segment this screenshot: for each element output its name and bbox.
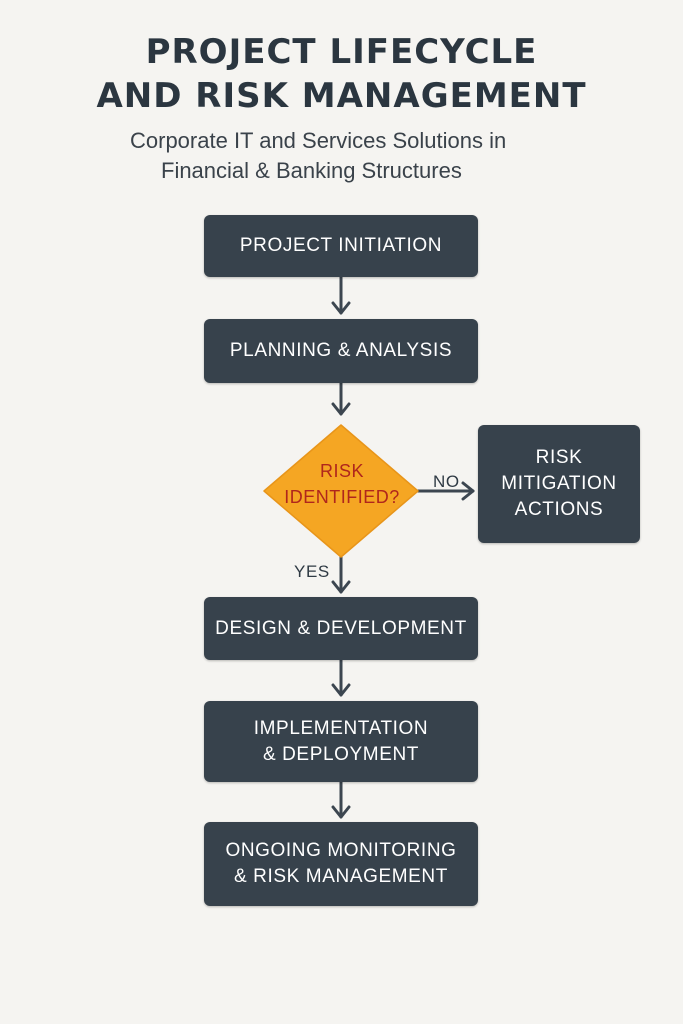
arrow-implementation-to-monitoring (331, 780, 351, 819)
edge-label-yes: YES (294, 562, 330, 581)
decision-line-1: RISK (319, 461, 364, 481)
node-label: PLANNING & ANALYSIS (229, 340, 453, 361)
node-label-line-1: IMPLEMENTATION (253, 717, 429, 739)
arrow-decision-to-design (331, 554, 351, 594)
title-line-2: AND RISK MANAGEMENT (96, 76, 587, 116)
node-label-line-2: & DEPLOYMENT (262, 743, 420, 765)
node-ongoing-monitoring: ONGOING MONITORING & RISK MANAGEMENT (204, 822, 478, 906)
decision-line-2: IDENTIFIED? (284, 487, 400, 507)
arrow-decision-to-mitigation (416, 481, 475, 501)
node-label-line-2: MITIGATION (501, 473, 617, 494)
node-label-line-1: RISK (535, 447, 583, 468)
title-line-1: PROJECT LIFECYCLE (145, 32, 538, 72)
edge-label-no: NO (433, 472, 460, 491)
node-design-development: DESIGN & DEVELOPMENT (204, 597, 478, 660)
arrow-initiation-to-planning (331, 275, 351, 315)
decision-label: RISK IDENTIFIED? (264, 458, 420, 510)
arrow-planning-to-decision (331, 381, 351, 416)
diagram-title: PROJECT LIFECYCLE AND RISK MANAGEMENT (0, 30, 683, 118)
decision-diamond (263, 424, 419, 558)
node-label: PROJECT INITIATION (239, 235, 443, 256)
node-label-line-2: & RISK MANAGEMENT (234, 866, 448, 887)
subtitle-line-2: Financial & Banking Structures (161, 158, 462, 183)
arrow-design-to-implementation (331, 658, 351, 697)
node-planning-analysis: PLANNING & ANALYSIS (204, 319, 478, 383)
subtitle-line-1: Corporate IT and Services Solutions in (130, 128, 507, 153)
node-project-initiation: PROJECT INITIATION (204, 215, 478, 277)
node-risk-mitigation: RISK MITIGATION ACTIONS (478, 425, 640, 543)
node-label-line-1: ONGOING MONITORING (225, 840, 457, 861)
node-label: DESIGN & DEVELOPMENT (215, 617, 467, 639)
node-label-line-3: ACTIONS (514, 499, 604, 520)
node-implementation-deployment: IMPLEMENTATION & DEPLOYMENT (204, 701, 478, 782)
